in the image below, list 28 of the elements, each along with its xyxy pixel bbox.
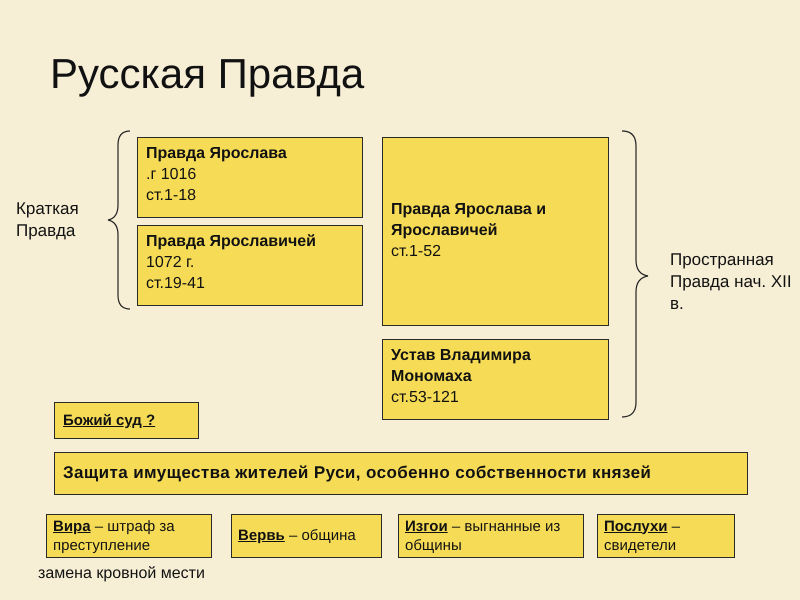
body-text: Вервь – община <box>238 526 357 546</box>
definition-box <box>398 514 584 558</box>
text-box <box>137 137 363 218</box>
body-text: 1072 г. <box>146 252 196 273</box>
note-text: замена кровной мести <box>38 565 205 583</box>
body-text: Вира – штраф за преступление <box>53 516 176 556</box>
heading-text: Правда Ярослава <box>146 144 288 164</box>
body-text: Послухи – свидетели <box>604 516 682 556</box>
definition-box <box>231 514 382 558</box>
body-text: ст.19-41 <box>146 274 206 294</box>
brace-label: Пространная Правда нач. XII в. <box>670 249 793 316</box>
heading-text: Божий суд ? <box>63 410 156 430</box>
body-text: ст.1-18 <box>146 186 198 206</box>
text-box <box>382 339 609 420</box>
brace-label: Краткая Правда <box>16 198 80 242</box>
body-text: Изгои – выгнанные из общины <box>405 516 562 556</box>
heading-text: Защита имущества жителей Руси, особенно собственности князей <box>63 462 652 484</box>
text-box <box>54 452 748 495</box>
text-box <box>137 225 363 306</box>
text-box <box>382 137 609 326</box>
definition-box <box>46 514 212 558</box>
text-box <box>54 402 199 439</box>
body-text: ст.53-121 <box>391 388 460 408</box>
body-text: .г 1016 <box>146 164 198 185</box>
heading-text: Правда Ярославичей <box>146 232 317 252</box>
title: Русская Правда <box>50 50 364 98</box>
body-text: ст.1-52 <box>391 242 442 262</box>
definition-box <box>597 514 735 558</box>
